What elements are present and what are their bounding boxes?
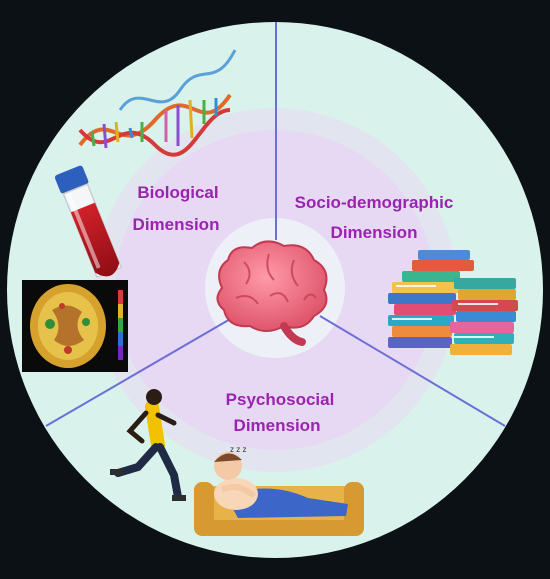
- label-socio-demographic-line1: Socio-demographic: [295, 193, 454, 212]
- label-psychosocial-line2: Dimension: [234, 416, 321, 435]
- person-relaxing-on-sofa-icon: z z z: [194, 445, 364, 536]
- label-psychosocial-line1: Psychosocial: [226, 390, 335, 409]
- divider-left: [45, 317, 233, 427]
- blood-test-tube-icon: [54, 165, 123, 279]
- brain-icon: [216, 240, 328, 346]
- label-psychosocial: Psychosocial Dimension: [226, 390, 335, 435]
- label-socio-demographic-line2: Dimension: [331, 223, 418, 242]
- dna-icon: [78, 49, 237, 157]
- divider-lines: [45, 22, 506, 427]
- label-socio-demographic: Socio-demographic Dimension: [295, 193, 454, 242]
- sleep-text: z z z: [230, 445, 246, 454]
- runner-icon: [110, 389, 186, 501]
- label-biological-line2: Dimension: [133, 215, 220, 234]
- label-biological-line1: Biological: [137, 183, 218, 202]
- divider-right: [319, 315, 506, 427]
- brain-scan-icon: [22, 280, 128, 372]
- label-biological: Biological Dimension: [133, 183, 220, 234]
- book-stack-icon: [388, 250, 518, 355]
